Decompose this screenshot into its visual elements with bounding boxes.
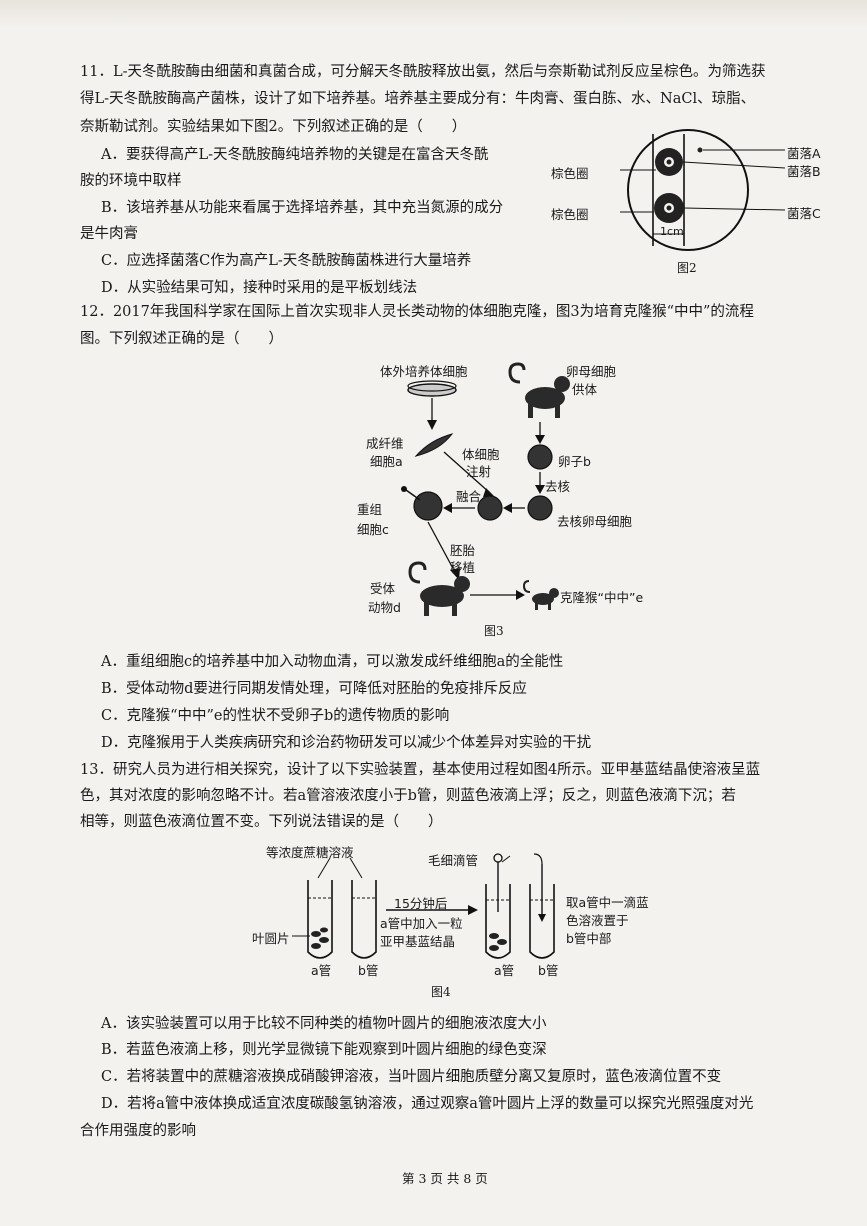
label-sucrose: 等浓度蔗糖溶液 xyxy=(266,845,354,860)
label-egg-b: 卵子b xyxy=(558,454,591,469)
label-oocyte-donor-1: 卵母细胞 xyxy=(566,364,617,379)
q13-option-d2: 合作用强度的影响 xyxy=(80,1123,196,1139)
scan-top-edge xyxy=(0,0,867,28)
label-tube-b2: b管 xyxy=(538,963,559,978)
q13-option-a: A．该实验装置可以用于比较不同种类的植物叶圆片的细胞液浓度大小 xyxy=(101,1016,547,1032)
monkey-clone-icon xyxy=(522,580,559,610)
q13-option-c: C．若将装置中的蔗糖溶液换成硝酸钾溶液，当叶圆片细胞质壁分离又复原时，蓝色液滴位… xyxy=(101,1069,722,1085)
figure4-caption: 图4 xyxy=(431,985,451,999)
label-tube-a2: a管 xyxy=(494,963,515,978)
label-colony-c: 菌落C xyxy=(787,206,821,221)
q12-option-d: D．克隆猴用于人类疾病研究和诊治药物研发可以减少个体差异对实验的干扰 xyxy=(101,735,592,751)
label-add-2: 亚甲基蓝结晶 xyxy=(380,934,456,949)
label-embryo-1: 胚胎 xyxy=(450,543,476,558)
figure3-cloning-flowchart xyxy=(401,362,570,616)
label-scale: 1cm xyxy=(660,225,684,238)
label-recombinant-2: 细胞c xyxy=(357,522,389,537)
label-recipient-1: 受体 xyxy=(370,581,396,596)
q12-option-a: A．重组细胞c的培养基中加入动物血清，可以激发成纤维细胞a的全能性 xyxy=(101,654,564,670)
label-take-3: b管中部 xyxy=(566,931,612,946)
label-leaf-disc: 叶圆片 xyxy=(252,931,290,946)
q11-option-d: D．从实验结果可知，接种时采用的是平板划线法 xyxy=(101,280,418,296)
q13-line3: 相等，则蓝色液滴位置不变。下列说法错误的是（ ） xyxy=(80,814,443,830)
q11-line3: 奈斯勒试剂。实验结果如下图2。下列叙述正确的是（ ） xyxy=(80,119,467,135)
q13-option-d1: D．若将a管中液体换成适宜浓度碳酸氢钠溶液，通过观察a管叶圆片上浮的数量可以探究… xyxy=(101,1096,754,1112)
q11-option-c: C．应选择菌落C作为高产L-天冬酰胺酶菌株进行大量培养 xyxy=(101,253,472,269)
label-fibroblast-2: 细胞a xyxy=(370,454,403,469)
q11-option-b2: 是牛肉膏 xyxy=(80,226,138,242)
label-clone: 克隆猴“中中”e xyxy=(560,590,644,605)
label-enucleate: 去核 xyxy=(545,479,571,494)
page-footer: 第 3 页 共 8 页 xyxy=(402,1171,488,1186)
q12-option-c: C．克隆猴“中中”e的性状不受卵子b的遗传物质的影响 xyxy=(101,708,450,724)
label-brown-ring-2: 棕色圈 xyxy=(551,207,589,222)
label-recombinant-1: 重组 xyxy=(357,502,383,517)
figure2-caption: 图2 xyxy=(677,261,697,275)
label-inject-1: 体细胞 xyxy=(462,447,500,462)
q13-line2: 色，其对浓度的影响忽略不计。若a管溶液浓度小于b管，则蓝色液滴上浮；反之，则蓝色… xyxy=(80,788,736,804)
label-add-1: a管中加入一粒 xyxy=(380,916,463,931)
monkey-recipient-icon xyxy=(408,561,470,616)
q11-line1: 11．L-天冬酰胺酶由细菌和真菌合成，可分解天冬酰胺释放出氨，然后与奈斯勒试剂反… xyxy=(80,64,766,80)
label-capillary: 毛细滴管 xyxy=(428,853,479,868)
figure2-petri-dish xyxy=(620,129,786,251)
label-culture: 体外培养体细胞 xyxy=(380,364,468,379)
label-tube-b1: b管 xyxy=(358,963,379,978)
label-inject-2: 注射 xyxy=(466,464,492,479)
label-tube-a1: a管 xyxy=(311,963,332,978)
q12-line2: 图。下列叙述正确的是（ ） xyxy=(80,331,283,347)
q11-line2: 得L-天冬酰胺酶高产菌株，设计了如下培养基。培养基主要成分有：牛肉膏、蛋白胨、水… xyxy=(80,91,756,107)
q11-option-b1: B．该培养基从功能来看属于选择培养基，其中充当氮源的成分 xyxy=(101,200,504,216)
label-fibroblast-1: 成纤维 xyxy=(366,436,404,451)
label-fusion: 融合 xyxy=(456,489,482,504)
label-brown-ring-1: 棕色圈 xyxy=(551,166,589,181)
label-enucleated-oocyte: 去核卵母细胞 xyxy=(557,514,633,529)
label-colony-a: 菌落A xyxy=(787,146,821,161)
figure4-tube-apparatus xyxy=(292,853,555,959)
q12-line1: 12．2017年我国科学家在国际上首次实现非人灵长类动物的体细胞克隆，图3为培育… xyxy=(80,304,754,320)
label-take-1: 取a管中一滴蓝 xyxy=(566,895,649,910)
q13-option-b: B．若蓝色液滴上移，则光学显微镜下能观察到叶圆片细胞的绿色变深 xyxy=(101,1042,547,1058)
label-after-15min: 15分钟后 xyxy=(394,896,448,911)
label-oocyte-donor-2: 供体 xyxy=(572,382,598,397)
label-colony-b: 菌落B xyxy=(787,164,821,179)
label-take-2: 色溶液置于 xyxy=(566,913,629,928)
label-recipient-2: 动物d xyxy=(368,600,401,615)
q13-line1: 13．研究人员为进行相关探究，设计了以下实验装置，基本使用过程如图4所示。亚甲基… xyxy=(80,762,761,778)
label-embryo-2: 移植 xyxy=(450,560,476,575)
q11-option-a1: A．要获得高产L-天冬酰胺酶纯培养物的关键是在富含天冬酰 xyxy=(101,147,489,163)
figure3-caption: 图3 xyxy=(484,624,504,638)
q11-option-a2: 胺的环境中取样 xyxy=(80,173,182,189)
q12-option-b: B．受体动物d要进行同期发情处理，可降低对胚胎的免疫排斥反应 xyxy=(101,681,527,697)
monkey-donor-icon xyxy=(508,362,570,418)
